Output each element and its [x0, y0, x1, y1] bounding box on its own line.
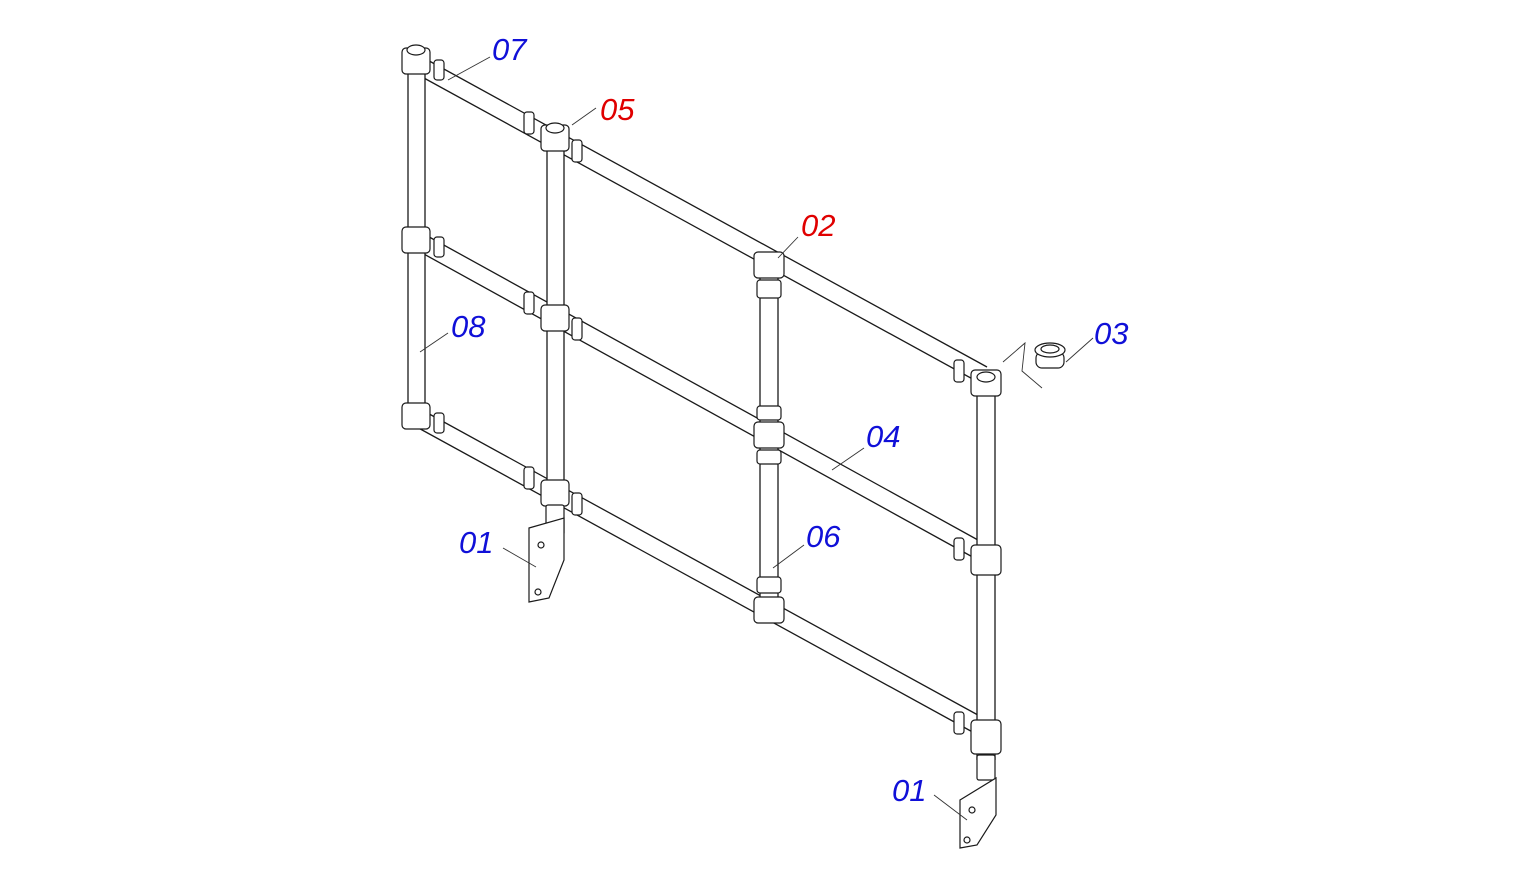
- label-01-right: 01: [892, 773, 926, 808]
- label-05: 05: [600, 92, 635, 127]
- bottom-rail: [412, 409, 988, 736]
- bracket-right: [959, 754, 997, 849]
- label-02: 02: [801, 208, 835, 243]
- clamp-right-top: [953, 359, 1002, 397]
- label-08: 08: [451, 309, 486, 344]
- clamp-left-mid: [401, 226, 445, 258]
- label-06: 06: [806, 519, 841, 554]
- clamp-third-top: [753, 251, 785, 299]
- clamp-right-mid: [953, 537, 1002, 576]
- label-07: 07: [492, 32, 528, 67]
- clamp-third-mid: [753, 405, 785, 465]
- label-04: 04: [866, 419, 900, 454]
- leader-lines: [419, 56, 1094, 821]
- end-cap: [1002, 341, 1066, 389]
- clamp-second-mid: [523, 291, 583, 341]
- clamp-second-top: [523, 111, 583, 163]
- clamp-fittings: [401, 44, 1002, 755]
- clamp-third-bottom: [753, 576, 785, 624]
- label-03: 03: [1094, 316, 1128, 351]
- label-01-left: 01: [459, 525, 493, 560]
- clamp-right-bottom: [953, 711, 1002, 755]
- clamp-left-top: [401, 44, 445, 81]
- top-rail: [412, 56, 988, 383]
- clamp-left-bottom: [401, 402, 445, 434]
- mid-rail: [412, 232, 988, 561]
- clamp-second-bottom: [523, 466, 583, 516]
- bracket-left: [528, 504, 565, 603]
